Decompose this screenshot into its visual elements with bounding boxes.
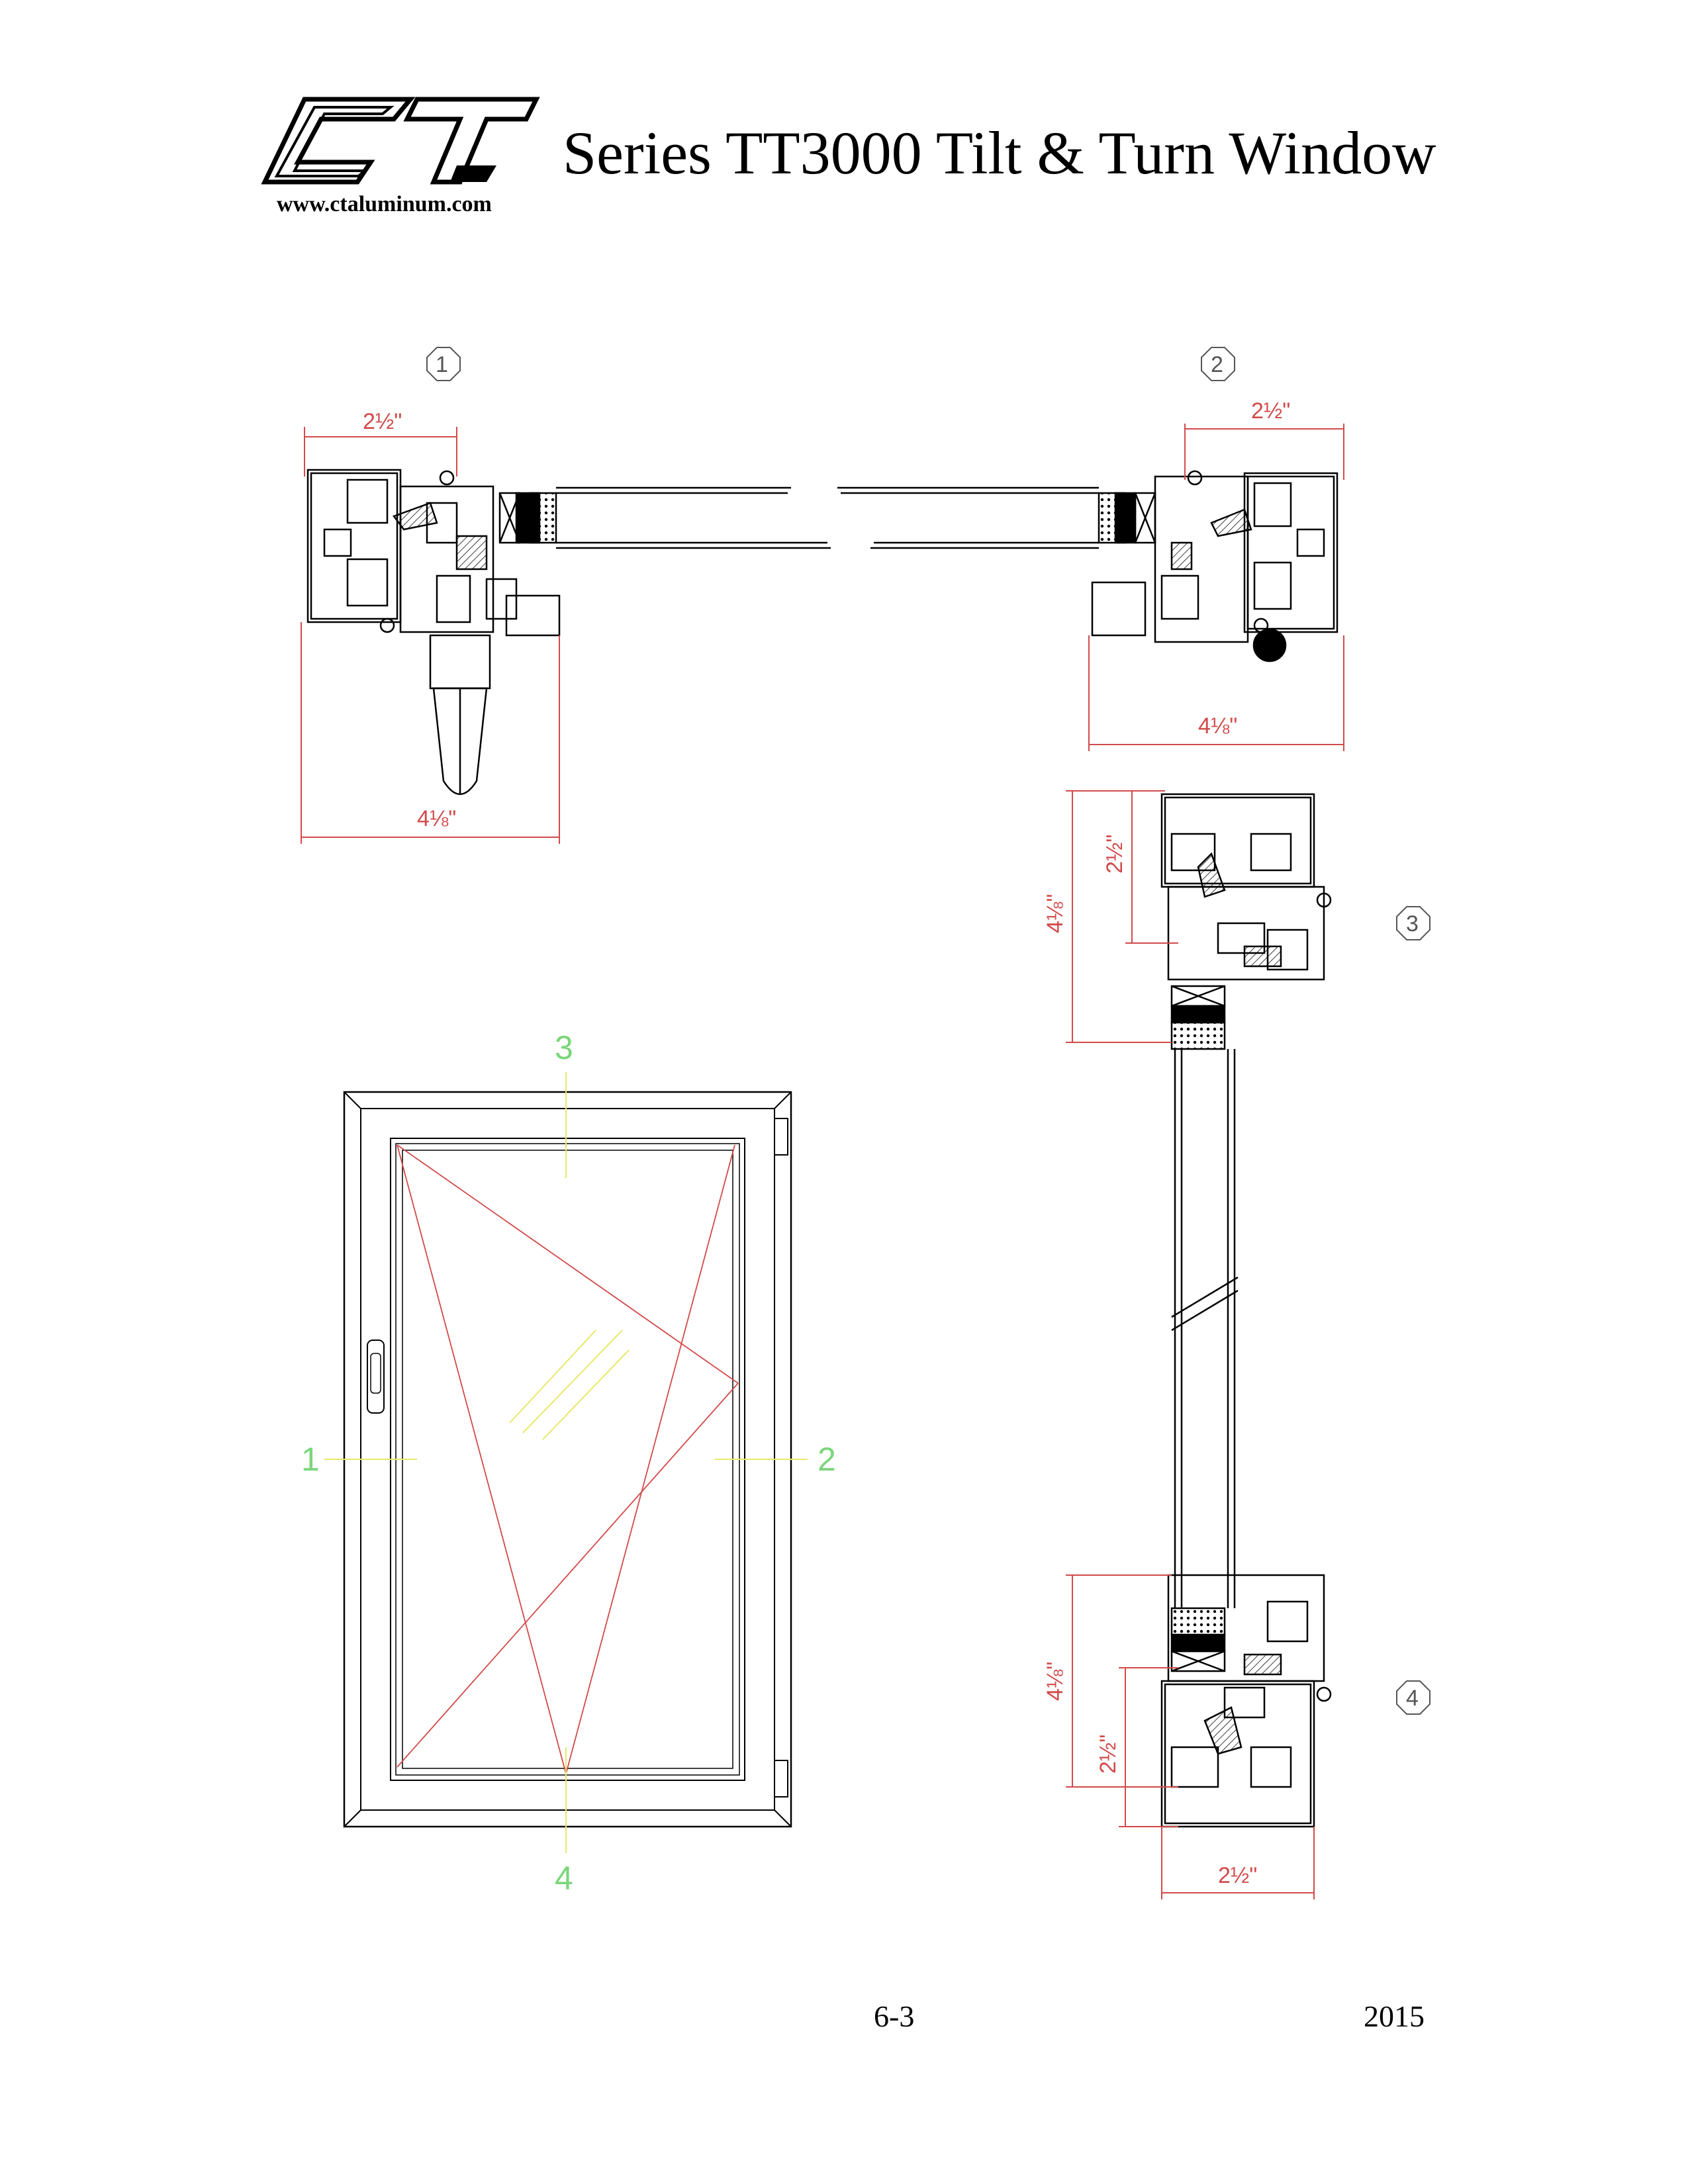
section-mark-bottom: 4 (555, 1860, 573, 1897)
section-1-width-label: 2½" (363, 409, 402, 434)
section-3-height-label: 4⅛" (1043, 894, 1068, 933)
page-number: 6-3 (874, 1999, 915, 2033)
section-mark-left: 1 (301, 1441, 320, 1478)
page-title: Series TT3000 Tilt & Turn Window (563, 119, 1436, 187)
vertical-section-dimensions (1066, 790, 1315, 1899)
callout-2: 2 (1201, 347, 1235, 381)
section-4-height-label: 4⅛" (1043, 1662, 1068, 1701)
section-3-inner-label: 2½" (1102, 835, 1127, 874)
callout-4: 4 (1396, 1680, 1430, 1715)
callout-3-label: 3 (1406, 911, 1419, 936)
window-elevation (324, 1072, 808, 1853)
section-2-detail (837, 470, 1338, 662)
publication-year: 2015 (1364, 1999, 1425, 2033)
section-4-inner-label: 2½" (1096, 1735, 1121, 1774)
section-1-depth-label: 4⅛" (417, 806, 456, 831)
callout-1: 1 (426, 347, 461, 381)
section-mark-top: 3 (555, 1029, 573, 1066)
ct-logo (261, 97, 540, 185)
section-2-width-label: 2½" (1251, 398, 1290, 424)
callout-1-label: 1 (436, 352, 448, 377)
callout-4-label: 4 (1406, 1686, 1419, 1711)
section-1-detail (306, 469, 831, 796)
website-url[interactable]: www.ctaluminum.com (277, 192, 492, 216)
section-2-dimensions (1088, 424, 1344, 751)
section-1-dimensions (301, 427, 560, 844)
vertical-section-detail (1160, 793, 1332, 1828)
section-mark-right: 2 (818, 1441, 836, 1478)
page-header: www.ctaluminum.com Series TT3000 Tilt & … (258, 93, 1450, 225)
callout-2-label: 2 (1211, 352, 1223, 377)
callout-3: 3 (1396, 906, 1430, 940)
section-2-depth-label: 4⅛" (1198, 713, 1237, 739)
section-4-width-label: 2½" (1218, 1863, 1257, 1888)
